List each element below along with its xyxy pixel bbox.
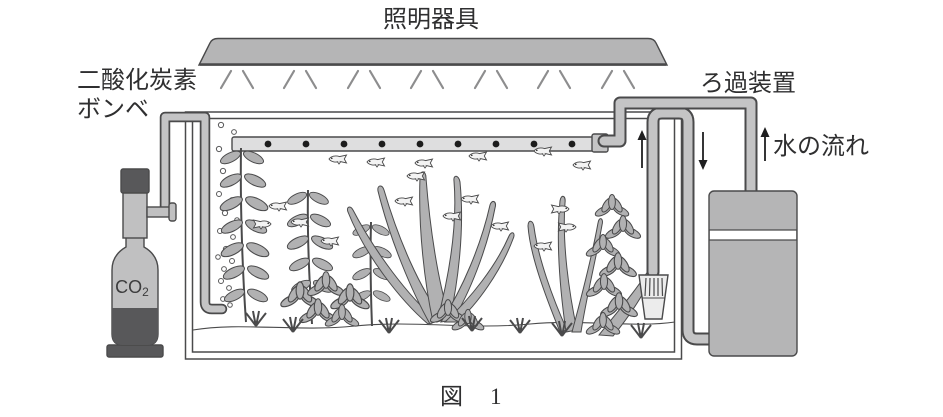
fish [394,196,413,207]
intake-strainer [638,274,669,320]
co2-cylinder: CO2 [106,168,177,358]
fish [414,158,433,169]
sword-plant [347,171,515,325]
co2-regulator [122,191,148,239]
fish [268,201,287,212]
water-flow-up-arrow-icon [760,127,770,161]
intake-up-arrow-icon [637,130,647,168]
fish [558,222,577,233]
spray-bar-holes [264,140,576,148]
fish [551,204,570,215]
co2-valve-arm [146,206,171,218]
filter-canister [708,190,798,357]
fish [406,171,425,182]
canister-body [708,190,798,357]
lighting-fixture [197,37,669,66]
canister-band [710,230,796,240]
spray-bar [231,133,609,153]
fish [490,221,509,232]
aquatic-plants [217,147,658,339]
label-filter: ろ過装置 [700,70,796,97]
flow-arrows [637,127,770,170]
fish [442,211,461,222]
drain-down-arrow-icon [698,132,708,170]
stem-plant-back [350,221,394,327]
co2-valve-knob [168,202,177,222]
co2-cap [120,168,150,194]
label-co2-cylinder-line2: ボンベ [77,97,149,123]
fish [460,194,479,205]
fish [328,154,347,165]
fish [468,151,487,162]
label-co2-cylinder-line1: 二酸化炭素 [77,67,197,94]
co2-liquid-level [112,308,158,345]
lamp-hood [197,37,669,66]
tank-inner-glass [191,117,676,353]
fish [533,146,552,157]
label-water-flow: 水の流れ [773,133,869,160]
co2-cylinder-base [106,344,164,358]
stem-plant-left [217,147,272,323]
fish [253,219,272,230]
fish [366,157,385,168]
label-lighting: 照明器具 [383,7,479,33]
co2-bottle-text: CO2 [115,277,149,299]
fish [572,160,591,171]
light-rays [219,69,636,90]
